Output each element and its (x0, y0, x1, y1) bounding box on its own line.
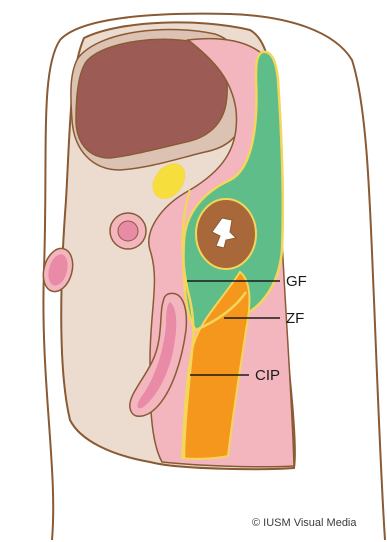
image-credit: © IUSM Visual Media (252, 517, 357, 529)
label-zf: ZF (286, 310, 304, 327)
small-vessel-round-lumen (118, 221, 138, 241)
label-cip: CIP (255, 367, 280, 384)
label-gf: GF (286, 273, 307, 290)
